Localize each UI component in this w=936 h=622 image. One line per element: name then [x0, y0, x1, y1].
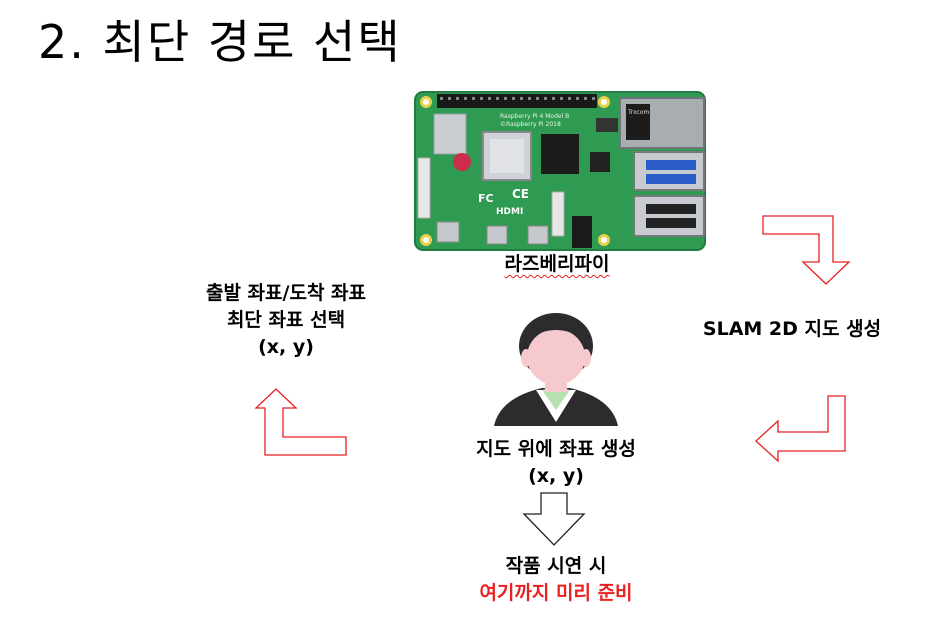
- arrow-up-icon: [254, 388, 347, 456]
- arrow-down-right-icon: [762, 215, 851, 285]
- board-ce-text: CE: [512, 187, 529, 201]
- start-end-line2: 최단 좌표 선택: [226, 309, 346, 331]
- board-copyright-text: ©Raspberry Pi 2018: [500, 121, 561, 128]
- board-hdmi-text: HDMI: [496, 207, 523, 217]
- start-end-line1: 출발 좌표/도착 좌표: [205, 282, 366, 304]
- start-end-line3: (x, y): [258, 336, 314, 358]
- user-coords-line2: (x, y): [528, 465, 584, 487]
- person-icon: [494, 313, 618, 426]
- board-trxcom-text: Trxcom: [627, 109, 650, 116]
- raspberry-pi-label: 라즈베리파이: [504, 253, 610, 275]
- page-title: 2. 최단 경로 선택: [38, 15, 402, 69]
- user-coords-label: 지도 위에 좌표 생성 (x, y): [436, 436, 676, 490]
- demo-line2: 여기까지 미리 준비: [479, 582, 633, 604]
- demo-line1: 작품 시연 시: [505, 555, 607, 577]
- start-end-coords-label: 출발 좌표/도착 좌표 최단 좌표 선택 (x, y): [168, 280, 404, 361]
- user-coords-line1: 지도 위에 좌표 생성: [476, 438, 636, 460]
- arrow-left-icon: [755, 395, 846, 463]
- raspberry-pi-board-image: Raspberry Pi 4 Model B ©Raspberry Pi 201…: [414, 91, 706, 251]
- board-model-text: Raspberry Pi 4 Model B: [500, 113, 569, 120]
- board-fc-text: FC: [478, 192, 494, 205]
- slam-map-label: SLAM 2D 지도 생성: [702, 318, 882, 340]
- demo-label: 작품 시연 시 여기까지 미리 준비: [436, 553, 676, 607]
- arrow-down-black-icon: [522, 492, 586, 546]
